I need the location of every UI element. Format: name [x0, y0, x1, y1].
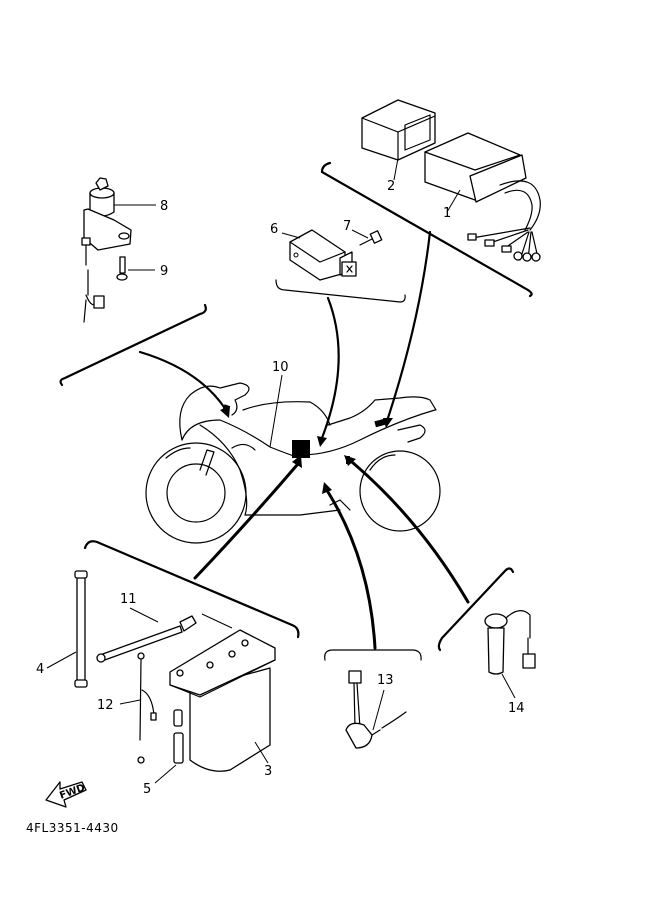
- callout-12: 12: [97, 698, 114, 713]
- part-lead-wire: [119, 652, 157, 764]
- callout-11: 11: [120, 592, 137, 607]
- callout-10: 10: [272, 360, 289, 375]
- part-battery-cable: [96, 607, 233, 663]
- bracket-neutral-group: [324, 649, 422, 661]
- callout-14: 14: [508, 701, 525, 716]
- part-switch-bolt: [116, 256, 155, 281]
- callout-1: 1: [443, 206, 451, 221]
- part-relay-bolt: [351, 229, 383, 246]
- part-neutral-switch: [345, 670, 407, 749]
- fwd-badge-text: FWD: [58, 783, 86, 802]
- part-main-switch: [81, 177, 156, 323]
- part-battery: [169, 629, 276, 772]
- callout-8: 8: [160, 199, 168, 214]
- fwd-arrow-icon: FWD: [45, 781, 87, 808]
- part-battery-band: [46, 570, 88, 688]
- bracket-horn-group: [437, 567, 515, 652]
- part-cdi-unit: [393, 132, 541, 262]
- callout-4: 4: [36, 662, 44, 677]
- bracket-relay-group: [275, 279, 406, 303]
- callout-3: 3: [264, 764, 272, 779]
- callout-9: 9: [160, 264, 168, 279]
- callout-13: 13: [377, 673, 394, 688]
- motorcycle-outline: [145, 382, 441, 544]
- diagram-code: 4FL3351-4430: [26, 821, 119, 835]
- callout-5: 5: [143, 782, 151, 797]
- callout-2: 2: [387, 179, 395, 194]
- part-cdi-cover: [361, 99, 436, 161]
- bracket-battery-group: [83, 540, 300, 639]
- callout-labels: 1 2 3 4 5 6 7 8 9 10 11 12 13 14: [36, 179, 525, 797]
- bracket-main-switch-group: [59, 303, 207, 387]
- routing-lines: [138, 230, 470, 650]
- bracket-cdi-group: [320, 161, 533, 298]
- part-fuse: [154, 709, 184, 784]
- part-relay: [281, 229, 357, 281]
- part-horn-sender: [484, 610, 536, 699]
- callout-7: 7: [343, 219, 351, 234]
- callout-6: 6: [270, 222, 278, 237]
